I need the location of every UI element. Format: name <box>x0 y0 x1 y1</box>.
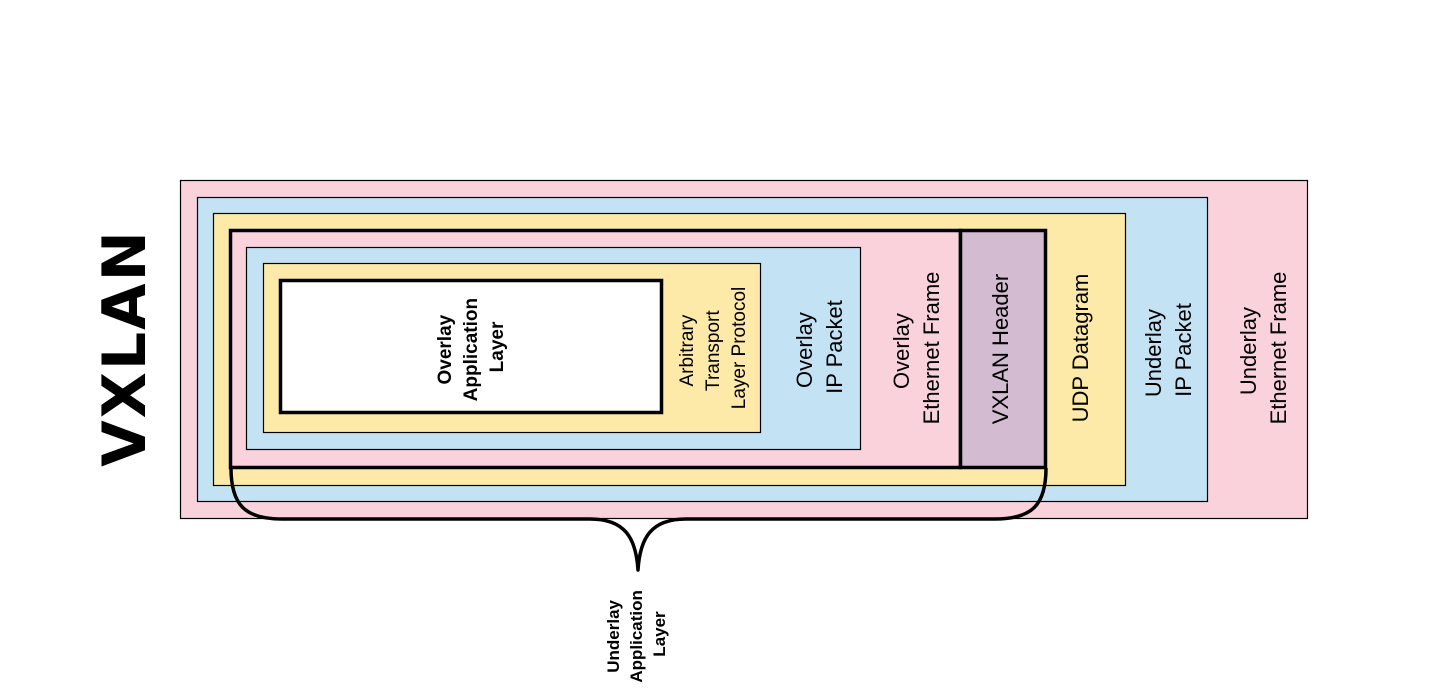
vxlan-header-box <box>958 228 1048 470</box>
overlay-ethernet-frame-label: Overlay Ethernet Frame <box>889 272 944 425</box>
underlay-ethernet-frame-label: Underlay Ethernet Frame <box>1236 272 1291 425</box>
overlay-application-layer-label: Overlay Application Layer <box>435 293 508 402</box>
vxlan-header-label: VXLAN Header <box>988 274 1013 424</box>
underlay-ip-packet-label: Underlay IP Packet <box>1141 303 1196 397</box>
underlay-application-layer-label: Underlay Application Layer <box>604 585 669 682</box>
overlay-application-layer-box <box>278 278 664 415</box>
transport-layer-label: Arbitrary Transport Layer Protocol <box>677 287 750 410</box>
diagram-title: VXLAN <box>90 229 160 467</box>
overlay-ip-packet-label: Overlay IP Packet <box>792 300 847 394</box>
underlay-application-brace <box>229 467 1048 572</box>
udp-datagram-label: UDP Datagram <box>1068 274 1093 423</box>
